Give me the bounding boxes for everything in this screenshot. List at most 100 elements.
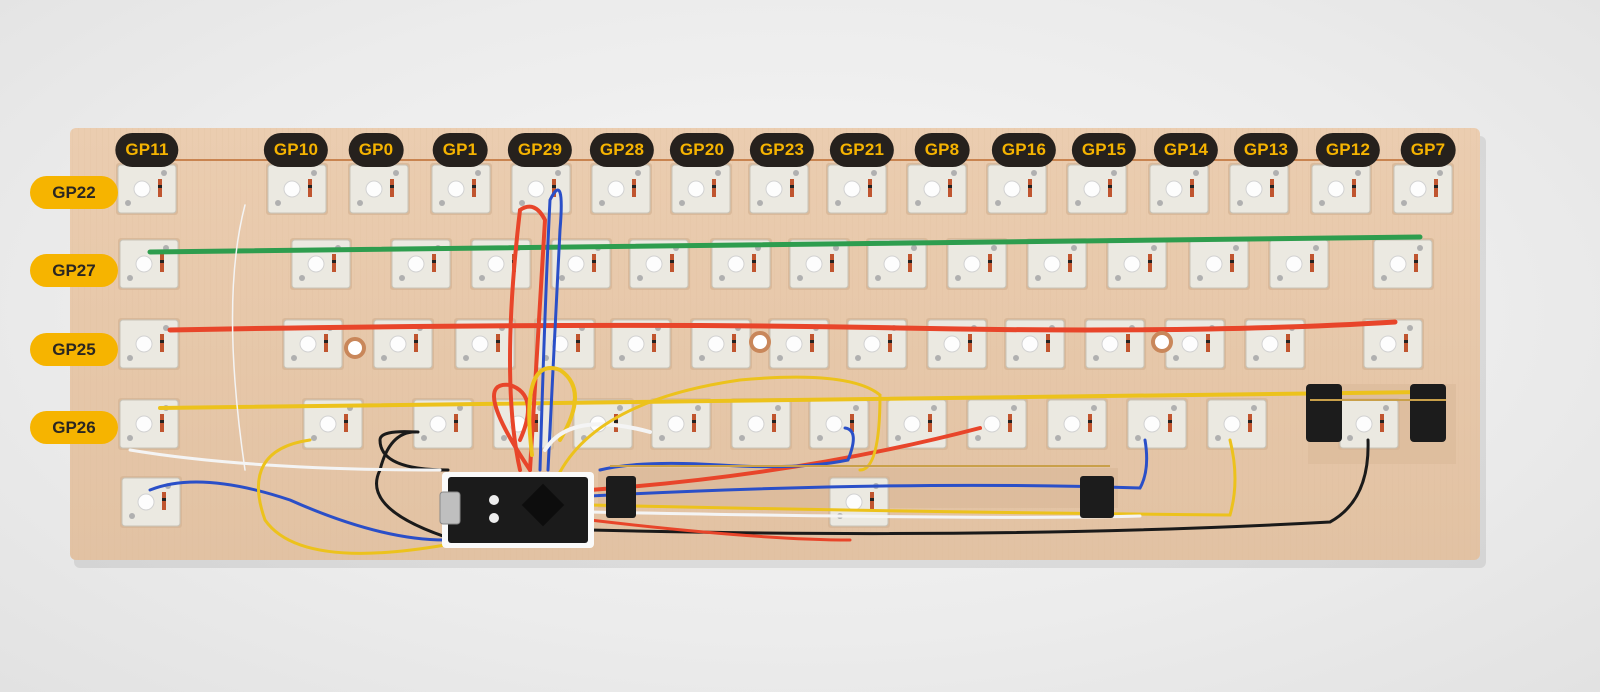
harness-yellow bbox=[527, 366, 577, 457]
usb-c-port-icon bbox=[439, 491, 461, 525]
key-switch bbox=[1268, 238, 1330, 290]
column-label-gp16: GP16 bbox=[991, 133, 1057, 167]
row-label-gp26: GP26 bbox=[30, 411, 118, 444]
key-switch bbox=[1372, 238, 1434, 290]
wire-black-left bbox=[378, 430, 450, 472]
column-label-gp10: GP10 bbox=[263, 133, 329, 167]
key-switch bbox=[1228, 163, 1290, 215]
key-switch bbox=[650, 398, 712, 450]
key-switch bbox=[120, 476, 182, 528]
key-switch bbox=[1126, 398, 1188, 450]
column-label-gp8: GP8 bbox=[914, 133, 970, 167]
key-switch bbox=[1004, 318, 1066, 370]
wire-red-low bbox=[588, 518, 852, 542]
key-switch bbox=[266, 163, 328, 215]
stabilizer-space-right bbox=[1080, 476, 1114, 518]
stabilizer-space-left bbox=[606, 476, 636, 518]
wire-white-left bbox=[128, 448, 442, 472]
row-label-gp27: GP27 bbox=[30, 254, 118, 287]
key-switch bbox=[1164, 318, 1226, 370]
key-switch bbox=[670, 163, 732, 215]
key-switch bbox=[590, 163, 652, 215]
key-switch bbox=[118, 238, 180, 290]
key-switch bbox=[348, 163, 410, 215]
key-switch bbox=[768, 318, 830, 370]
key-switch bbox=[1106, 238, 1168, 290]
wire-white-thin bbox=[231, 204, 246, 471]
row-wire-green bbox=[147, 234, 1423, 255]
column-label-gp28: GP28 bbox=[589, 133, 655, 167]
key-switch bbox=[690, 318, 752, 370]
screw-boss bbox=[749, 331, 771, 353]
microcontroller-board bbox=[439, 472, 594, 548]
key-switch bbox=[1148, 163, 1210, 215]
row-label-gp25: GP25 bbox=[30, 333, 118, 366]
key-switch bbox=[430, 163, 492, 215]
key-switch bbox=[118, 318, 180, 370]
column-label-gp21: GP21 bbox=[829, 133, 895, 167]
key-switch bbox=[1026, 238, 1088, 290]
row-wire-red bbox=[167, 319, 1398, 333]
wire-yellow-left bbox=[256, 438, 447, 555]
column-label-gp20: GP20 bbox=[669, 133, 735, 167]
column-label-gp1: GP1 bbox=[432, 133, 488, 167]
key-switch bbox=[628, 238, 690, 290]
row-label-gp22: GP22 bbox=[30, 176, 118, 209]
key-switch bbox=[282, 318, 344, 370]
key-switch bbox=[828, 476, 890, 528]
key-switch bbox=[1084, 318, 1146, 370]
key-switch bbox=[1046, 398, 1108, 450]
stabilizer-right bbox=[1410, 384, 1446, 442]
key-switch bbox=[534, 318, 596, 370]
column-label-gp15: GP15 bbox=[1071, 133, 1137, 167]
key-switch bbox=[866, 238, 928, 290]
key-switch bbox=[1392, 163, 1454, 215]
key-switch bbox=[906, 163, 968, 215]
key-switch bbox=[966, 398, 1028, 450]
key-switch bbox=[116, 163, 178, 215]
key-switch bbox=[1066, 163, 1128, 215]
key-switch bbox=[886, 398, 948, 450]
key-switch bbox=[1362, 318, 1424, 370]
column-label-gp23: GP23 bbox=[749, 133, 815, 167]
key-switch bbox=[846, 318, 908, 370]
key-switch bbox=[926, 318, 988, 370]
key-switch bbox=[1188, 238, 1250, 290]
key-switch bbox=[510, 163, 572, 215]
key-switch bbox=[390, 238, 452, 290]
wire-blue-right bbox=[588, 438, 1149, 498]
key-switch bbox=[372, 318, 434, 370]
screw-boss bbox=[344, 337, 366, 359]
key-switch bbox=[986, 163, 1048, 215]
key-switch bbox=[788, 238, 850, 290]
key-switch bbox=[1244, 318, 1306, 370]
key-switch bbox=[118, 398, 180, 450]
column-label-gp7: GP7 bbox=[1400, 133, 1456, 167]
harness-blue bbox=[538, 188, 563, 472]
key-switch bbox=[610, 318, 672, 370]
key-switch bbox=[302, 398, 364, 450]
wire-black-loop bbox=[375, 430, 457, 542]
stabilizer-left bbox=[1306, 384, 1342, 442]
column-label-gp12: GP12 bbox=[1315, 133, 1381, 167]
key-switch bbox=[1310, 163, 1372, 215]
wire-yellow-arc bbox=[558, 375, 882, 474]
key-switch bbox=[730, 398, 792, 450]
key-switch bbox=[454, 318, 516, 370]
column-label-gp11: GP11 bbox=[115, 133, 179, 167]
key-switch bbox=[946, 238, 1008, 290]
column-label-gp0: GP0 bbox=[348, 133, 404, 167]
harness-white bbox=[543, 422, 652, 452]
row-wire-yellow bbox=[158, 390, 1427, 410]
key-switch bbox=[710, 238, 772, 290]
column-label-gp13: GP13 bbox=[1233, 133, 1299, 167]
key-switch bbox=[550, 238, 612, 290]
screw-boss bbox=[1151, 331, 1173, 353]
key-switch bbox=[1206, 398, 1268, 450]
wire-blue-left bbox=[148, 480, 447, 542]
wire-black-right bbox=[588, 438, 1370, 536]
column-label-gp14: GP14 bbox=[1153, 133, 1219, 167]
key-switch bbox=[748, 163, 810, 215]
key-switch bbox=[412, 398, 474, 450]
